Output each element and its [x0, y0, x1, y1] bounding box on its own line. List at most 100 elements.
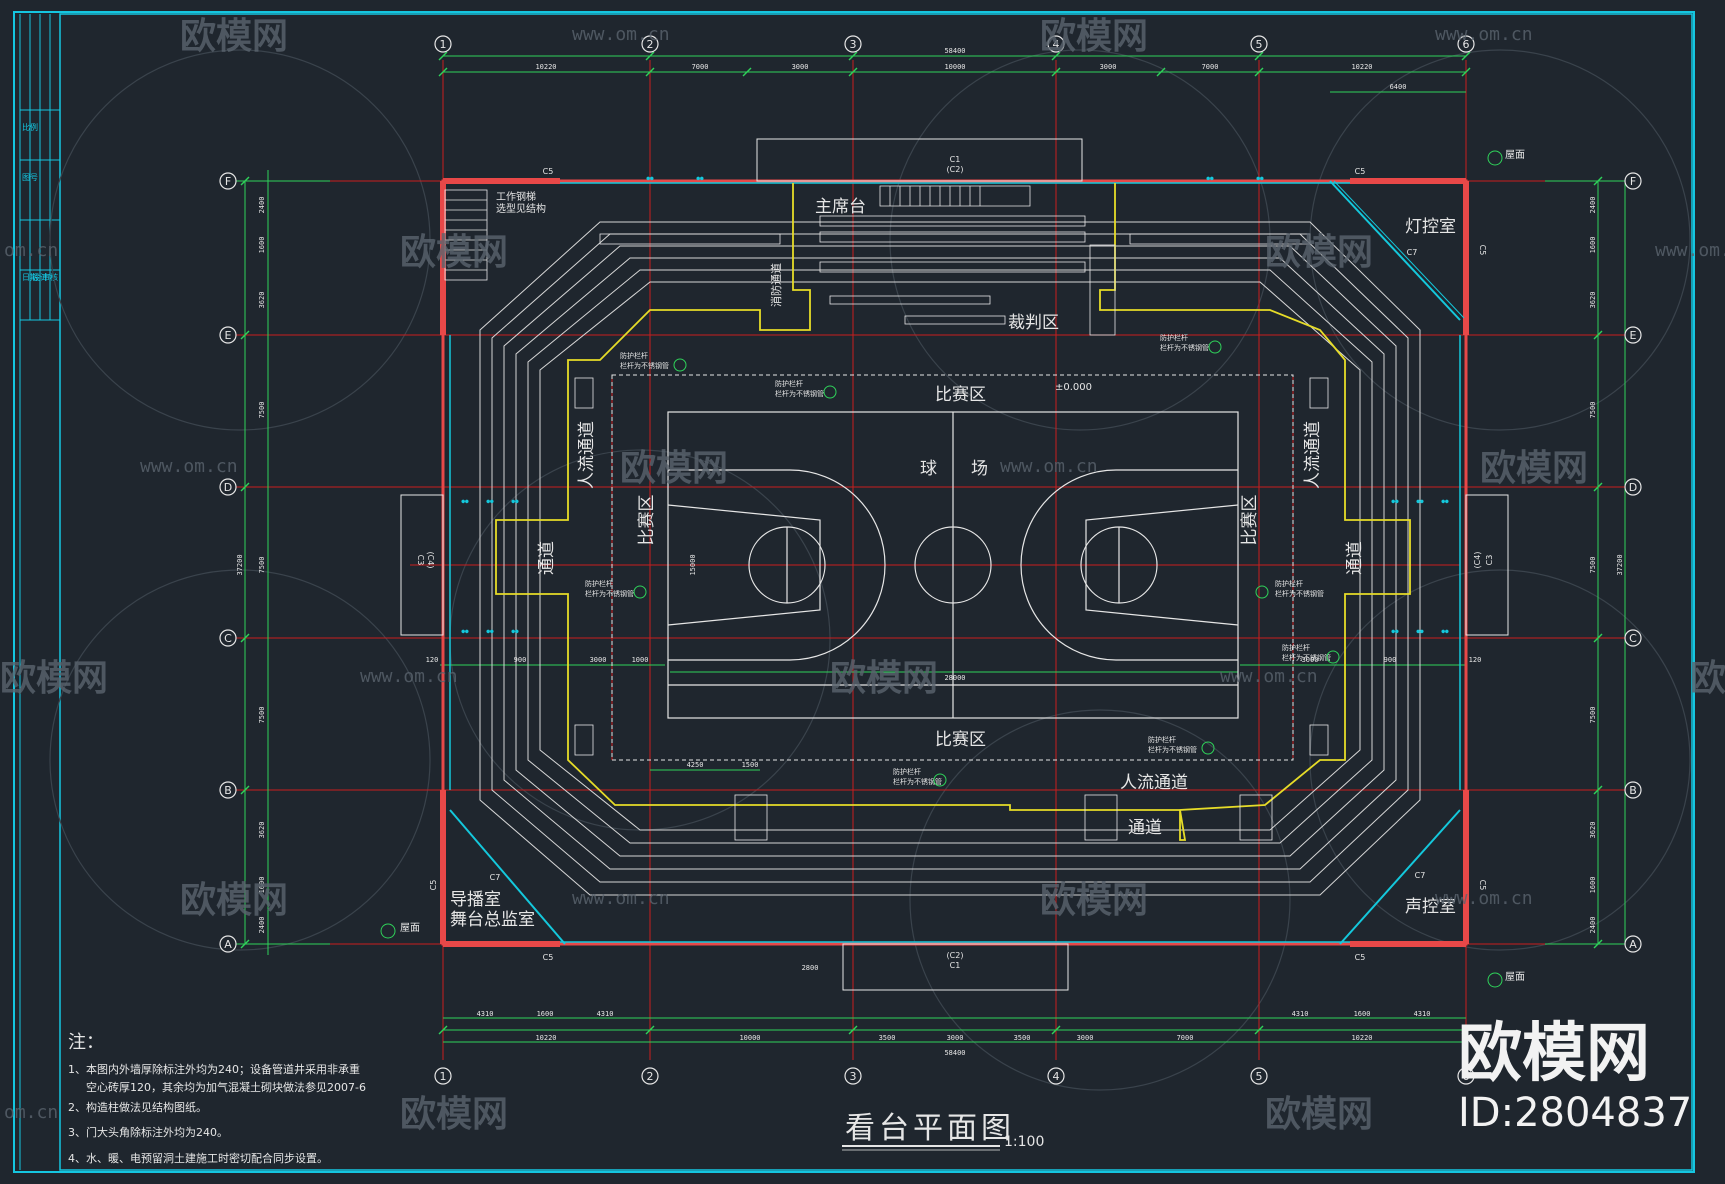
dim-bottom-total: 58400: [944, 1049, 965, 1057]
label-fire-channel: 消防通道: [769, 263, 783, 307]
title-block: 比例 图号 日期 设计 审核: [22, 122, 58, 282]
axis-label-right-d: D: [1629, 481, 1637, 494]
axis-label-right-b: B: [1629, 784, 1637, 797]
window-c5-right-top: C5: [1478, 245, 1487, 256]
small-annotations: 工作钢梯 选型见结构 ±0.000 屋面 屋面 屋面: [400, 149, 1525, 983]
brand-id: ID:2804837: [1458, 1090, 1692, 1136]
door-c4-left: (C4): [426, 552, 435, 569]
rail-note-8b: 栏杆为不锈钢管: [1148, 745, 1197, 754]
dim-bottom-seg-7: 7000: [1177, 1034, 1194, 1042]
title-block-design: 设计: [32, 272, 48, 282]
dim-4250: 4250: [687, 761, 704, 769]
dim-bottom-seg-6: 3000: [1077, 1034, 1094, 1042]
note-3: 3、门大头角除标注外均为240。: [68, 1125, 228, 1139]
inner-fence: [495, 183, 1411, 841]
dim-left-3000: 3000: [590, 656, 607, 664]
dim-left-seg-5: 7500: [258, 557, 266, 574]
svg-text:●●: ●●: [1441, 498, 1449, 505]
entrance-labels: C1 (C2) (C2) C1 C3 (C4) (C4) C3 C5 C5 C5…: [416, 155, 1494, 970]
dim-top-total: 58400: [944, 47, 965, 55]
axis-label-right-f: F: [1630, 175, 1636, 188]
watermark-site-10: www.om.cn: [1435, 888, 1533, 909]
dim-bottom-sub-3: 4310: [597, 1010, 614, 1018]
watermark-site-1: www.om.cn: [572, 24, 670, 45]
door-c3-left: C3: [416, 555, 425, 566]
rail-note-7b: 栏杆为不锈钢管: [893, 777, 942, 786]
drawing-scale: 1:100: [1004, 1134, 1044, 1150]
room-labels-vertical: 比赛区 比赛区 人流通道 人流通道 通道 通道 消防通道: [537, 263, 1365, 575]
axis-label-bottom-6: 6: [1463, 1070, 1470, 1083]
dim-left-seg-3: 3620: [258, 292, 266, 309]
dim-top-seg-5: 3000: [1100, 63, 1117, 71]
rail-note-2a: 防护栏杆: [775, 379, 803, 388]
dim-top-seg-1: 10220: [535, 63, 556, 71]
axis-label-bottom-1: 1: [440, 1070, 447, 1083]
watermark-site-8: www.om.cn: [1220, 666, 1318, 687]
watermark-brand: 欧模网 欧模网 欧模网 欧模网 欧模网 欧模网 欧模网 欧模网 欧模网 欧模网 …: [0, 16, 1725, 1135]
label-competition-right: 比赛区: [1239, 495, 1260, 546]
watermark-site-11: om.cn: [4, 1102, 58, 1123]
dim-bottom-sub-2: 1600: [537, 1010, 554, 1018]
dim-left-seg-1: 2400: [258, 197, 266, 214]
svg-text:●●: ●●: [696, 175, 704, 182]
dim-right-seg-3: 3620: [1589, 292, 1597, 309]
axis-label-top-5: 5: [1256, 38, 1263, 51]
svg-text:●●: ●●: [511, 498, 519, 505]
dim-door-2800: 2800: [802, 964, 819, 972]
dim-court-length: 28000: [944, 674, 965, 682]
dim-left-total: 37200: [236, 554, 244, 575]
dim-bottom-seg-1: 10220: [535, 1034, 556, 1042]
dim-left-seg-4: 7500: [258, 402, 266, 419]
dim-top-seg-3: 3000: [792, 63, 809, 71]
watermark-4: 欧模网: [1265, 232, 1373, 273]
dim-right-seg-4: 7500: [1589, 402, 1597, 419]
rail-notes: 防护栏杆 栏杆为不锈钢管 防护栏杆 栏杆为不锈钢管 防护栏杆 栏杆为不锈钢管 防…: [585, 333, 1331, 786]
watermark-5: 欧模网: [620, 448, 728, 489]
window-c7-bottom-right: C7: [1415, 871, 1426, 880]
dim-left-seg-2: 1600: [258, 237, 266, 254]
brand-stamp: 欧模网 ID:2804837: [1458, 1017, 1692, 1136]
axis-bubbles: [219, 35, 1642, 1085]
rail-note-4b: 栏杆为不锈钢管: [585, 589, 634, 598]
rail-note-1b: 栏杆为不锈钢管: [620, 361, 669, 370]
rail-note-5a: 防护栏杆: [1275, 579, 1303, 588]
svg-text:●●: ●●: [646, 175, 654, 182]
window-c5-top-left: C5: [543, 167, 554, 176]
window-c5-left-bottom: C5: [429, 880, 438, 891]
dimension-lines: [232, 55, 1640, 1043]
watermark-1: 欧模网: [180, 16, 288, 57]
note-1b: 空心砖厚120，其余均为加气混凝土砌块做法参见2007-6: [86, 1080, 366, 1094]
dim-bottom-seg-5: 3500: [1014, 1034, 1031, 1042]
dim-left-120: 120: [426, 656, 439, 664]
svg-text:●●: ●●: [1416, 498, 1424, 505]
svg-text:●●: ●●: [1441, 628, 1449, 635]
dim-right-seg-5: 7500: [1589, 557, 1597, 574]
dimension-text: 58400 10220 7000 3000 10000 3000 7000 10…: [426, 47, 1482, 1057]
court-left-key: [667, 504, 821, 626]
rail-note-1a: 防护栏杆: [620, 351, 648, 360]
watermark-11: 欧模网: [1040, 880, 1148, 921]
dim-left-seg-7: 3620: [258, 822, 266, 839]
room-labels: 主席台 裁判区 比赛区 比赛区 球 场 灯控室 声控室 导播室 舞台总监室 人流…: [450, 197, 1456, 930]
label-sound-room: 声控室: [1405, 897, 1456, 917]
svg-text:●●: ●●: [486, 498, 494, 505]
watermark-12: 欧模网: [400, 1094, 508, 1135]
brand-logo: 欧模网: [1458, 1017, 1650, 1091]
watermark-site: www.om.cn www.om.cn om.cn www.om.cn www.…: [4, 24, 1725, 1123]
court-right-key: [1085, 504, 1239, 626]
watermark-2: 欧模网: [1040, 16, 1148, 57]
axis-label-top-3: 3: [850, 38, 857, 51]
dim-right-3000: 3000: [1302, 656, 1319, 664]
competition-zone: [611, 374, 1294, 761]
drawing-title-group: 看台平面图 1:100: [842, 1111, 1044, 1151]
dim-right-total: 37200: [1616, 554, 1624, 575]
window-c5-bottom-left: C5: [543, 953, 554, 962]
dim-left-seg-6: 7500: [258, 707, 266, 724]
label-work-stair-1: 工作钢梯: [496, 190, 536, 203]
svg-text:●●: ●●: [1256, 175, 1264, 182]
dim-right-seg-9: 2400: [1589, 917, 1597, 934]
rail-note-8a: 防护栏杆: [1148, 735, 1176, 744]
stairs: [444, 189, 1329, 841]
watermark-7: 欧模网: [0, 658, 108, 699]
